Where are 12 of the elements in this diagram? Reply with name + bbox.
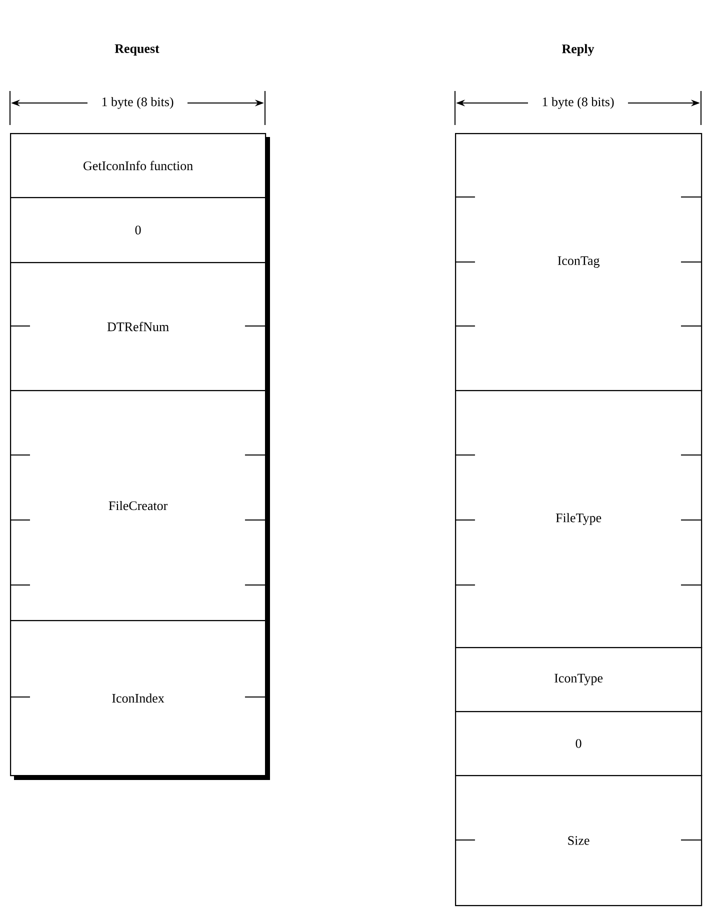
column-heading: Reply [562,44,594,56]
field-box: 0 [455,711,702,776]
field-box: IconIndex [10,620,266,776]
column-heading: Request [114,44,160,56]
field-box: DTRefNum [10,262,266,392]
field-box: 0 [10,197,266,264]
dimension-label: 1 byte (8 bits) [100,96,175,110]
dimension-label: 1 byte (8 bits) [540,96,616,110]
field-box: FileCreator [10,390,266,622]
field-box: IconTag [455,133,702,392]
field-box: IconType [455,647,702,712]
field-box: GetIconInfo function [10,133,266,198]
